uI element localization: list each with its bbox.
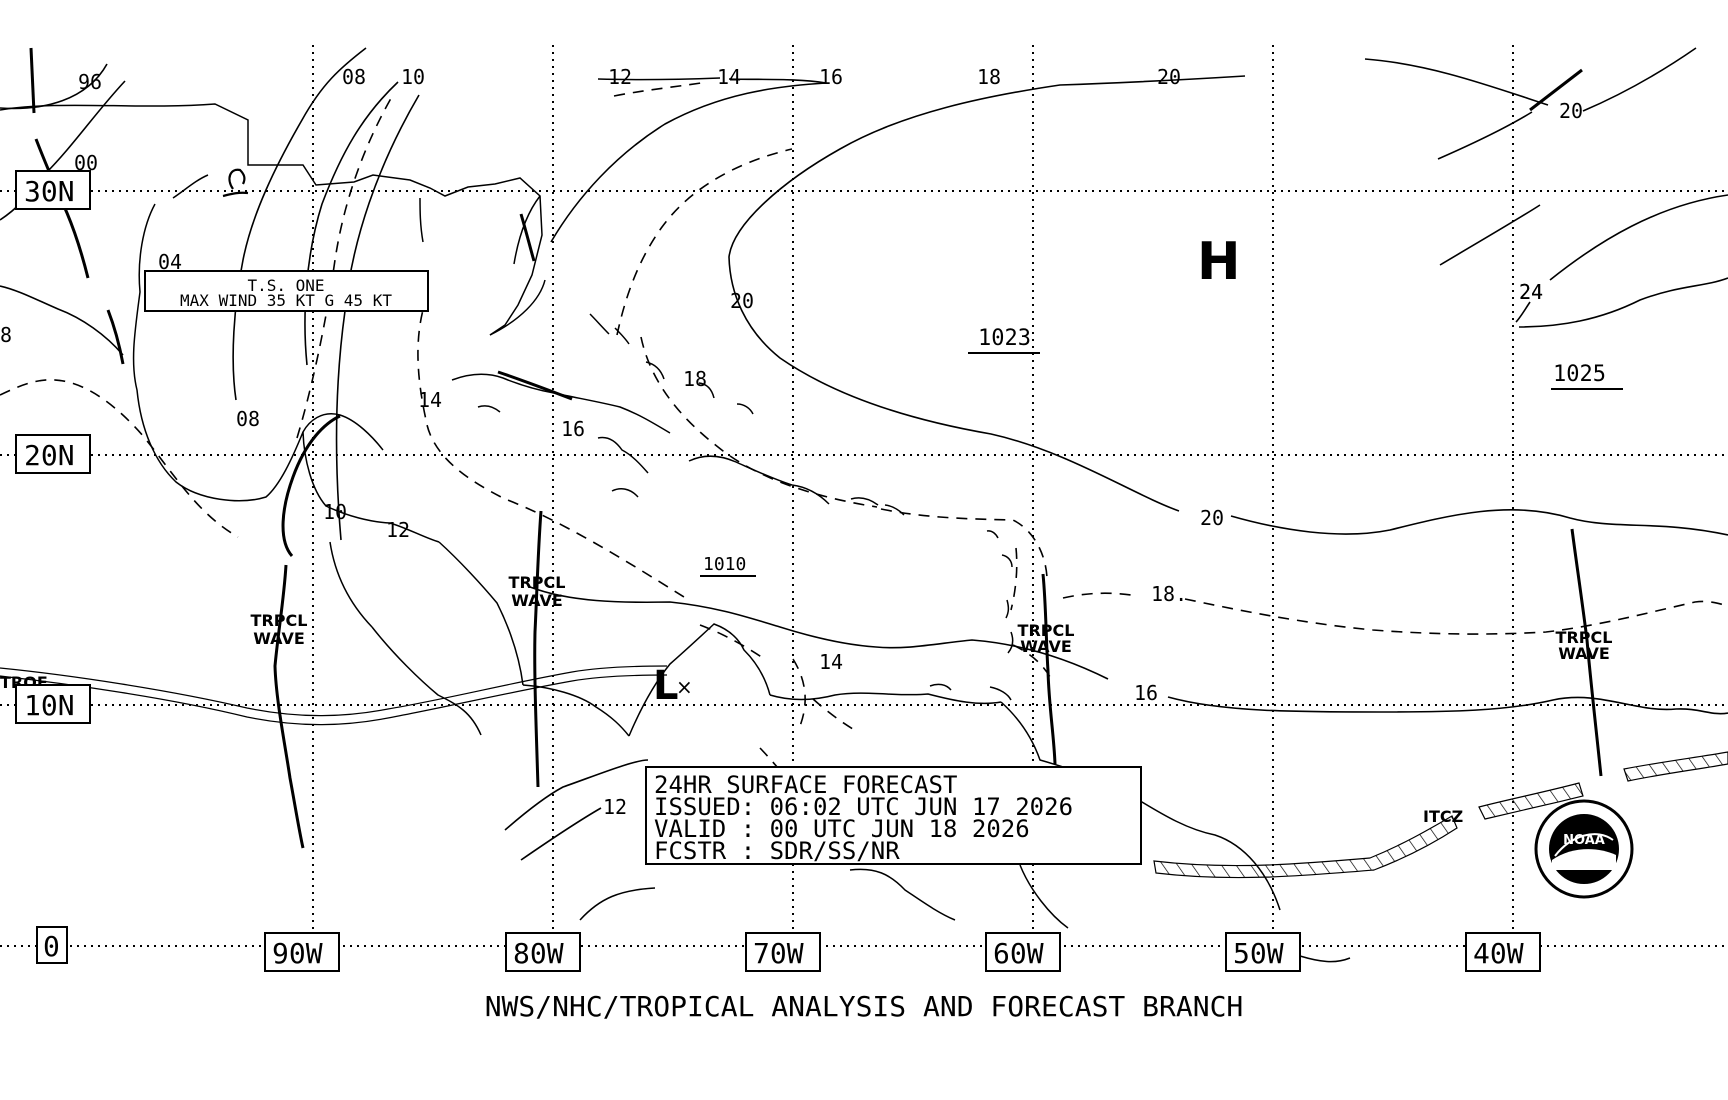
isobar-label: 08	[342, 65, 366, 89]
isobar-label: 24	[1519, 280, 1543, 304]
forecast-forecasters: FCSTR : SDR/SS/NR	[654, 837, 900, 865]
longitude-label-50w: 50W	[1233, 937, 1284, 970]
low-pressure-value: 1010	[703, 554, 746, 575]
longitude-label-60w: 60W	[993, 937, 1044, 970]
storm-info-box: T.S. ONE MAX WIND 35 KT G 45 KT	[144, 270, 429, 312]
dashed-isobars	[0, 81, 1728, 809]
isobar-label: 20	[1200, 506, 1224, 530]
isobar-label: 18	[683, 367, 707, 391]
wave-label-line2: WAVE	[1020, 637, 1072, 656]
itcz-band	[1153, 751, 1728, 879]
footer: NWS/NHC/TROPICAL ANALYSIS AND FORECAST B…	[485, 990, 1244, 1023]
storm-wind: MAX WIND 35 KT G 45 KT	[180, 291, 392, 310]
noaa-logo: NOAA	[1534, 799, 1634, 899]
tropical-wave-labels: TRPCL WAVE TRPCL WAVE TRPCL WAVE TRPCL W…	[251, 573, 1613, 663]
longitude-label-40w: 40W	[1473, 937, 1524, 970]
isobar-label: 10	[323, 500, 347, 524]
isobar-label: 24	[1519, 280, 1543, 304]
high-pressure-center: H	[1197, 232, 1241, 292]
itcz-label: ITCZ	[1423, 807, 1463, 826]
isobar-label: 08	[236, 407, 260, 431]
wave-label-line1: TRPCL	[1556, 628, 1613, 647]
latitude-label-20n: 20N	[24, 439, 75, 472]
isobar-label: 14	[418, 388, 442, 412]
isobar-label: 18.	[1151, 582, 1187, 606]
wave-label-line2: WAVE	[253, 629, 305, 648]
footer-branch: NWS/NHC/TROPICAL ANALYSIS AND FORECAST B…	[485, 990, 1244, 1023]
low-pressure-symbol: L	[653, 663, 679, 709]
low-x-mark: ×	[676, 675, 693, 699]
wave-label-line2: WAVE	[511, 591, 563, 610]
isobar-label: 20	[1559, 99, 1583, 123]
pressure-values: 1023 1025 1010	[700, 326, 1623, 577]
isobar-label: 14	[717, 65, 741, 89]
trough-double-line	[0, 665, 668, 726]
isobar-label: 16	[1134, 681, 1158, 705]
wave-label-line1: TRPCL	[509, 573, 566, 592]
latitude-label-0: 0	[43, 930, 60, 963]
isobar-label: 16	[561, 417, 585, 441]
forecast-valid: VALID : 00 UTC JUN 18 2026	[654, 815, 1030, 843]
isobar-label: 20	[1157, 65, 1181, 89]
wave-label-line2: WAVE	[1558, 644, 1610, 663]
forecast-box: 24HR SURFACE FORECAST ISSUED: 06:02 UTC …	[645, 766, 1142, 865]
isobar-label: 10	[401, 65, 425, 89]
isobar-label: 18	[977, 65, 1001, 89]
forecast-issued: ISSUED: 06:02 UTC JUN 17 2026	[654, 793, 1073, 821]
wave-label-line1: TRPCL	[251, 611, 308, 630]
storm-name: T.S. ONE	[247, 276, 324, 295]
wave-label-line1: TRPCL	[1018, 621, 1075, 640]
high-pressure-value: 1023	[978, 326, 1031, 351]
latitude-label-30n: 30N	[24, 175, 75, 208]
isobar-label: 12	[603, 795, 627, 819]
longitude-label-80w: 80W	[513, 937, 564, 970]
longitude-labels: 90W 80W 70W 60W 50W 40W	[264, 932, 1541, 972]
fronts-and-troughs	[29, 47, 1603, 849]
latitude-labels: 30N 20N 10N 0	[15, 170, 91, 964]
isobar-label: 8	[0, 323, 12, 347]
isobar-label: 96	[78, 70, 102, 94]
isobar-label: 16	[819, 65, 843, 89]
isobar-label: 12	[608, 65, 632, 89]
forecast-title: 24HR SURFACE FORECAST	[654, 771, 957, 799]
longitude-label-70w: 70W	[753, 937, 804, 970]
isobar-label: 12	[386, 518, 410, 542]
isobar-label: 14	[819, 650, 843, 674]
east-high-pressure-value: 1025	[1553, 362, 1606, 387]
latitude-label-10n: 10N	[24, 689, 75, 722]
storm-symbol	[222, 168, 249, 198]
isobar-label: 20	[730, 289, 754, 313]
low-pressure-center: L ×	[653, 663, 693, 709]
longitude-label-90w: 90W	[272, 937, 323, 970]
high-pressure-symbol: H	[1197, 232, 1241, 292]
isobar-labels: 96 00 04 08 10 12 14 16 18 20 24 08 10 1…	[0, 65, 1583, 819]
noaa-logo-text: NOAA	[1563, 833, 1605, 848]
